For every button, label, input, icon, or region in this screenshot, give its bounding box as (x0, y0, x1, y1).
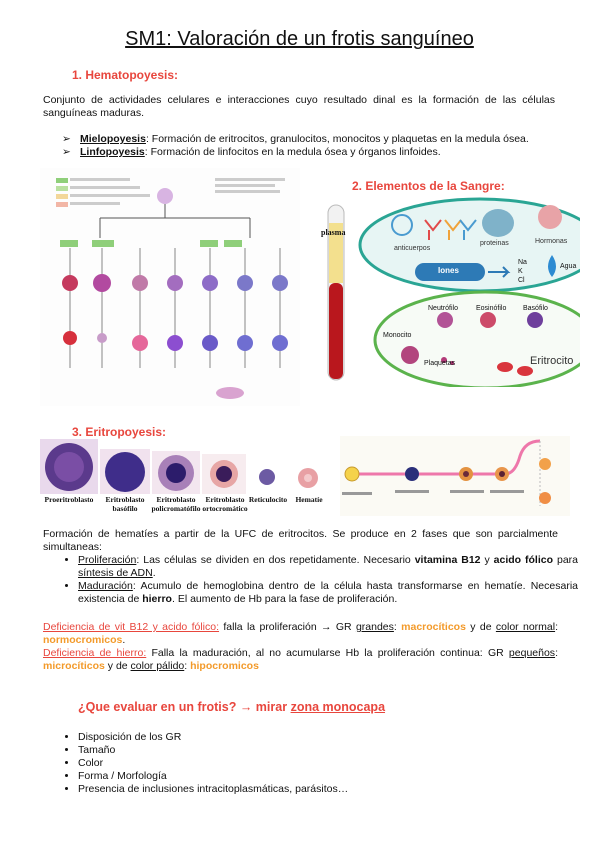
caption-eritroblasto-basofilo: Eritroblasto basófilo (105, 495, 145, 513)
period: . (152, 567, 156, 579)
conj-y-de: y de (104, 660, 131, 672)
conj-y-de: y de (465, 621, 496, 633)
hematopoyesis-intro: Conjunto de actividades celulares e inte… (43, 94, 555, 119)
term-zona-monocapa: zona monocapa (290, 700, 386, 714)
proliferacion-text: : Las células se dividen en dos repetida… (136, 554, 415, 566)
label-eosinofilo: Eosinófilo (476, 305, 507, 312)
colon: : (393, 621, 402, 633)
hematopoiesis-diagram (40, 168, 300, 406)
term-pequenos: pequeños (508, 647, 556, 659)
caption-eritroblasto-ortocromatico: Eritroblasto ortocromático (202, 495, 248, 513)
erythropoiesis-cell-images (40, 439, 328, 494)
page-title: SM1: Valoración de un frotis sanguíneo (125, 28, 474, 50)
label-monocito: Monocito (383, 332, 412, 339)
list-item: Tamaño (78, 744, 558, 757)
label-basofilo: Basófilo (523, 305, 548, 312)
term-normocromicos: normocromicos (43, 634, 123, 646)
list-item-maduracion: Maduración: Acumulo de hemoglobina dentr… (78, 580, 578, 606)
deficiencia-b12-paragraph: Deficiencia de vit B12 y acido fólico: f… (43, 621, 558, 647)
term-acido-folico: acido fólico (493, 554, 554, 566)
label-plasma: plasma (321, 228, 346, 237)
list-item: Color (78, 757, 558, 770)
term-sintesis-adn: síntesis de ADN (78, 567, 153, 579)
ion-list: Na K Cl (518, 258, 527, 285)
term-color-normal: color normal (495, 621, 556, 633)
blood-elements-figure: plasma anticuerpos proteinas Hormonas Io… (320, 195, 599, 390)
maduracion-text: : Acumulo de hemoglobina dentro de la cé… (78, 580, 578, 605)
term-mielopoyesis: Mielopoyesis (80, 133, 146, 145)
label-plaquetas: Plaquetas (424, 360, 456, 367)
hematopoiesis-tree-figure (40, 168, 300, 406)
term-vitamina-b12: vitamina B12 (414, 554, 481, 566)
label-proteinas: proteinas (480, 240, 509, 247)
term-maduracion: Maduración (78, 580, 133, 592)
conj-y: y (480, 554, 494, 566)
term-linfopoyesis: Linfopoyesis (80, 146, 145, 158)
term-microciticos: microcíticos (43, 660, 105, 672)
label-eritrocito: Eritrocito (530, 355, 574, 367)
section-2-heading: 2. Elementos de la Sangre: (352, 179, 505, 193)
caption-reticulocito: Reticulocito (248, 495, 288, 504)
term-hierro: hierro (142, 593, 172, 605)
term-macrociticos: macrocíticos (401, 621, 466, 633)
list-item: Forma / Morfología (78, 770, 558, 783)
deficiencia-hierro-text: Falla la maduración, al no acumularse Hb… (146, 647, 509, 659)
list-item: Presencia de inclusiones intracitoplasmá… (78, 783, 558, 796)
erythropoiesis-cells-figure: Proeritroblasto Eritroblasto basófilo Er… (40, 439, 330, 514)
linfopoyesis-text: : Formación de linfocitos en la medula ó… (144, 146, 441, 158)
caption-proeritroblasto: Proeritroblasto (44, 495, 94, 504)
list-item: Disposición de los GR (78, 731, 558, 744)
frotis-question-heading: ¿Que evaluar en un frotis? → mirar zona … (78, 700, 385, 714)
bullet-mielopoyesis: ➢ Mielopoyesis: Formación de eritrocitos… (62, 133, 562, 146)
arrow-bullet-icon: ➢ (62, 146, 71, 158)
caption-eritroblasto-policromatofilo: Eritroblasto policromatófilo (151, 495, 201, 513)
term-deficiencia-hierro: Deficiencia de hierro: (43, 647, 147, 659)
section-3-heading: 3. Eritropoyesis: (72, 425, 167, 439)
question-text: ¿Que evaluar en un frotis? → mirar (78, 700, 291, 714)
label-iones: Iones (438, 266, 459, 275)
label-neutrofilo: Neutrófilo (428, 305, 458, 312)
colon: : (184, 660, 191, 672)
period: . (122, 634, 126, 646)
list-item-proliferacion: Proliferación: Las células se dividen en… (78, 554, 578, 580)
erythropoiesis-pathway-figure (340, 436, 570, 516)
maduracion-text-end: . El aumento de Hb para la fase de proli… (171, 593, 398, 605)
label-hormonas: Hormonas (535, 238, 568, 245)
conj-para: para (553, 554, 578, 566)
caption-hematie: Hematíe (295, 495, 323, 504)
term-color-palido: color pálido (130, 660, 185, 672)
erythropoiesis-pathway-diagram (340, 436, 570, 516)
section-1-heading: 1. Hematopoyesis: (72, 68, 179, 82)
term-deficiencia-b12: Deficiencia de vit B12 y acido fólico: (43, 621, 220, 633)
deficiencia-hierro-paragraph: Deficiencia de hierro: Falla la maduraci… (43, 647, 558, 673)
frotis-evaluation-list: Disposición de los GR Tamaño Color Forma… (58, 731, 558, 796)
eritropoyesis-phases-list: Proliferación: Las células se dividen en… (58, 554, 578, 606)
blood-elements-illustration (327, 197, 599, 390)
mielopoyesis-text: : Formación de eritrocitos, granulocitos… (145, 133, 529, 145)
deficiencia-b12-text: falla la proliferación → GR (219, 621, 356, 633)
label-cl: Cl (518, 277, 525, 284)
colon: : (555, 647, 558, 659)
eritropoyesis-intro: Formación de hematíes a partir de la UFC… (43, 528, 558, 553)
term-hipocromicos: hipocromicos (190, 660, 259, 672)
label-anticuerpos: anticuerpos (394, 245, 431, 252)
label-na: Na (518, 259, 527, 266)
label-agua: Agua (560, 263, 577, 270)
bullet-linfopoyesis: ➢ Linfopoyesis: Formación de linfocitos … (62, 146, 562, 159)
term-grandes: grandes (355, 621, 394, 633)
arrow-bullet-icon: ➢ (62, 133, 71, 145)
colon: : (555, 621, 559, 633)
label-k: K (518, 268, 523, 275)
term-proliferacion: Proliferación (78, 554, 137, 566)
